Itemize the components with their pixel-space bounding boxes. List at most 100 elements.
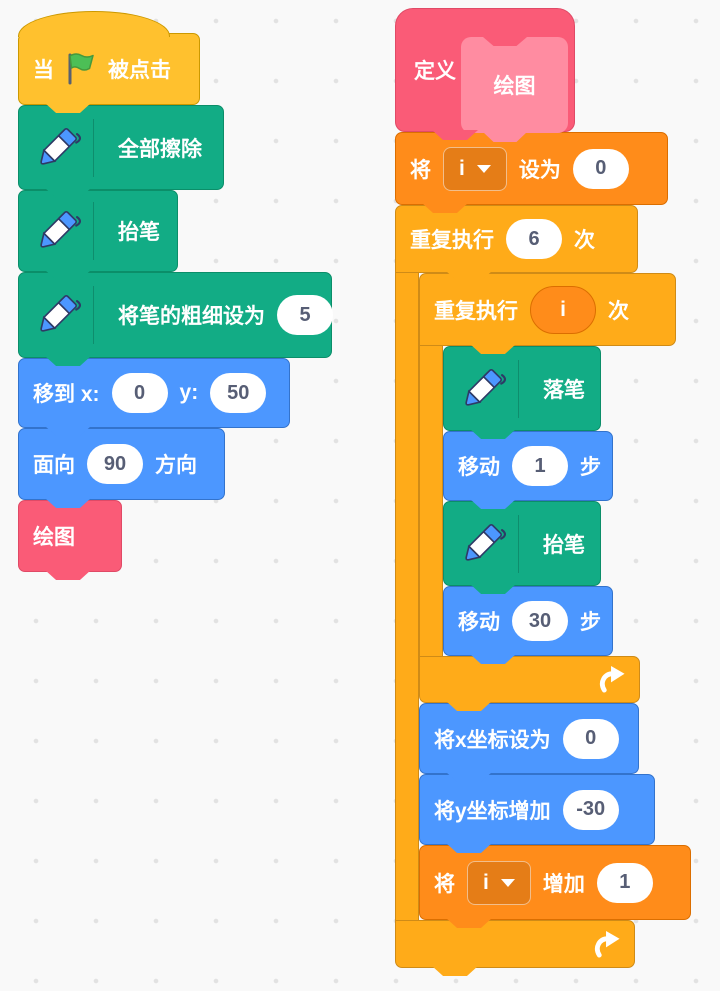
block-tab	[432, 966, 478, 976]
define-label: 定义	[414, 60, 456, 83]
block-set-x[interactable]: 将x坐标设为 0	[419, 703, 639, 782]
change-var-input[interactable]: 1	[596, 862, 653, 903]
block-move-30[interactable]: 移动 30 步	[443, 586, 613, 664]
block-tab	[446, 701, 492, 711]
set-var-infix: 设为	[518, 158, 561, 182]
set-var-input[interactable]: 0	[572, 148, 629, 189]
block-tab	[45, 498, 91, 508]
set-x-label: 将x坐标设为	[434, 728, 551, 752]
when-label: 当	[33, 59, 54, 82]
block-tab	[45, 188, 91, 198]
prototype-tab	[483, 132, 527, 142]
pen-icon	[40, 127, 81, 165]
block-tab	[45, 356, 91, 366]
block-repeat-outer-header[interactable]: 重复执行 6 次	[395, 205, 638, 281]
pen-icon	[40, 211, 81, 248]
go-to-x-label: 移到 x:	[33, 383, 100, 406]
pen-icon	[458, 365, 506, 413]
repeat-outer-times-input[interactable]: 6	[506, 219, 562, 259]
clicked-label: 被点击	[108, 59, 171, 82]
block-tab	[446, 772, 492, 782]
green-flag-icon	[66, 53, 96, 85]
repeat-outer-foot[interactable]	[395, 920, 635, 976]
move-label: 移动	[458, 456, 500, 479]
repeat-outer-suffix: 次	[574, 229, 595, 252]
block-tab	[422, 203, 468, 213]
block-tab	[446, 843, 492, 853]
block-change-y[interactable]: 将y坐标增加 -30	[419, 774, 655, 853]
block-set-pen-size[interactable]: 将笔的粗细设为 5	[18, 272, 333, 366]
change-var-prefix: 将	[434, 872, 455, 896]
extension-divider	[93, 202, 94, 260]
y-input[interactable]: 50	[210, 373, 267, 413]
repeat-inner-foot[interactable]	[419, 656, 640, 711]
block-when-flag-clicked[interactable]: 当 被点击	[18, 11, 200, 113]
variable-dropdown[interactable]: i	[443, 146, 507, 191]
block-tab	[432, 130, 478, 140]
pen-up-label: 抬笔	[118, 221, 160, 244]
block-change-variable[interactable]: 将 i 增加 1	[419, 845, 691, 928]
steps-label: 步	[580, 611, 601, 634]
extension-divider	[93, 286, 94, 344]
point-label: 面向	[33, 454, 75, 477]
block-tab	[45, 570, 91, 580]
block-define-draw[interactable]: 定义 绘图	[395, 8, 575, 142]
block-tab	[446, 918, 492, 928]
pen-size-input[interactable]: 5	[277, 295, 333, 335]
pen-icon	[33, 124, 81, 172]
block-tab	[470, 584, 516, 594]
repeat-outer-label: 重复执行	[410, 229, 494, 252]
block-point-in-direction[interactable]: 面向 90 方向	[18, 428, 225, 508]
pen-icon	[465, 368, 506, 406]
move-steps-input[interactable]: 1	[512, 446, 568, 486]
x-input[interactable]: 0	[111, 373, 168, 413]
variable-reporter-i[interactable]: i	[530, 285, 596, 334]
variable-name: i	[459, 156, 465, 180]
block-tab	[470, 429, 516, 439]
pen-icon	[40, 295, 81, 332]
repeat-outer-wall[interactable]	[395, 272, 419, 921]
block-repeat-inner-header[interactable]: 重复执行 i 次	[419, 273, 676, 354]
variable-dropdown[interactable]: i	[467, 860, 531, 905]
block-tab	[470, 344, 516, 354]
block-tab	[45, 426, 91, 436]
loop-arrow-icon	[599, 666, 625, 693]
block-tab	[45, 103, 91, 113]
block-call-draw[interactable]: 绘图	[18, 500, 122, 580]
repeat-inner-suffix: 次	[608, 299, 629, 323]
block-set-variable[interactable]: 将 i 设为 0	[395, 132, 668, 213]
dropdown-caret-icon	[476, 164, 491, 173]
steps-label: 步	[580, 456, 601, 479]
direction-label: 方向	[155, 454, 197, 477]
change-y-input[interactable]: -30	[562, 789, 619, 830]
extension-divider	[518, 514, 519, 573]
extension-divider	[518, 359, 519, 418]
prototype-notch	[483, 37, 527, 46]
dropdown-caret-icon	[500, 878, 515, 887]
pen-icon	[33, 291, 81, 339]
go-to-y-label: y:	[179, 381, 199, 404]
block-pen-up-2[interactable]: 抬笔	[443, 501, 601, 594]
pen-down-label: 落笔	[543, 378, 585, 402]
block-go-to-xy[interactable]: 移到 x: 0 y: 50	[18, 358, 290, 436]
block-pen-down[interactable]: 落笔	[443, 346, 601, 439]
block-erase-all[interactable]: 全部擦除	[18, 105, 224, 198]
set-pen-size-label: 将笔的粗细设为	[118, 305, 265, 328]
extension-divider	[93, 118, 94, 177]
block-move-1[interactable]: 移动 1 步	[443, 431, 613, 509]
move-steps-input[interactable]: 30	[512, 601, 568, 641]
loop-arrow-icon	[594, 930, 620, 958]
pen-icon	[458, 520, 506, 568]
block-tab	[45, 270, 91, 280]
change-y-label: 将y坐标增加	[434, 799, 551, 823]
prototype-name: 绘图	[493, 75, 536, 98]
direction-input[interactable]: 90	[87, 444, 143, 484]
repeat-inner-label: 重复执行	[434, 299, 518, 323]
erase-all-label: 全部擦除	[118, 137, 202, 161]
block-pen-up[interactable]: 抬笔	[18, 190, 178, 280]
repeat-inner-wall[interactable]	[419, 345, 443, 657]
set-x-input[interactable]: 0	[562, 718, 619, 759]
set-var-prefix: 将	[410, 158, 431, 182]
custom-block-prototype[interactable]: 绘图	[461, 37, 568, 142]
